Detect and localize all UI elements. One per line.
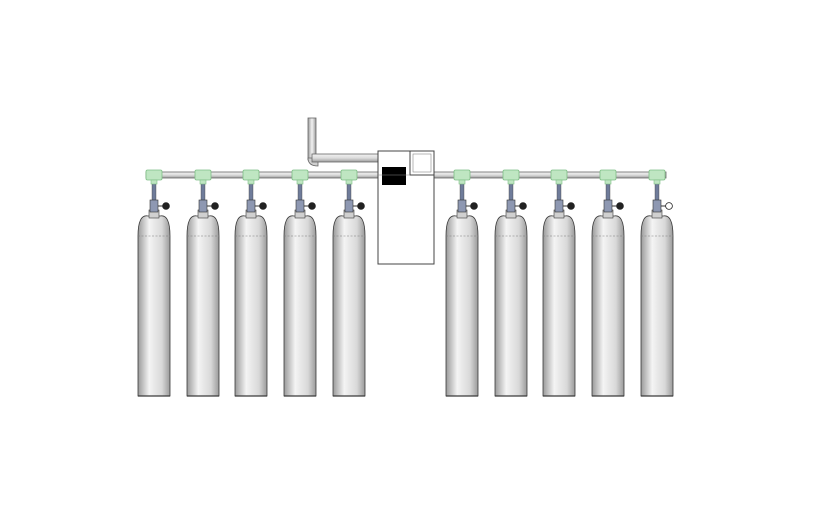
manifold-tee-outlet [296,179,304,185]
manifold-tee-fitting [453,169,471,181]
valve-body [246,199,256,213]
manifold-tee-fitting [291,169,309,181]
manifold-tee-outlet [345,179,353,185]
valve-handle-knob-icon [470,202,478,210]
manifold-tee-outlet [507,179,515,185]
valve-handle-knob-icon [567,202,575,210]
cylinder-body [445,215,479,397]
gas-cylinder [494,169,528,397]
manifold-tee-outlet [458,179,466,185]
manifold-tee-fitting [242,169,260,181]
manifold-tee-fitting [648,169,666,181]
valve-body [652,199,662,213]
valve-handle-knob-icon [357,202,365,210]
valve-body [149,199,159,213]
valve-body [344,199,354,213]
manifold-tee-outlet [604,179,612,185]
valve-body [198,199,208,213]
manifold-tee-outlet [199,179,207,185]
control-panel-indicator [382,167,406,185]
cylinder-body [137,215,171,397]
gas-cylinder [445,169,479,397]
manifold-tee-fitting [550,169,568,181]
manifold-tee-outlet [150,179,158,185]
valve-handle-knob-icon [162,202,170,210]
cylinder-body [640,215,674,397]
gas-cylinder [591,169,625,397]
valve-handle-knob-icon [308,202,316,210]
valve-body [603,199,613,213]
manifold-tee-fitting [599,169,617,181]
control-panel-gauge-inner [412,153,432,173]
gas-cylinder [640,169,674,397]
gas-cylinder [283,169,317,397]
cylinder-body [591,215,625,397]
valve-body [554,199,564,213]
cylinder-bank [137,169,674,397]
manifold-tee-fitting [145,169,163,181]
gas-cylinder [186,169,220,397]
manifold-tee-fitting [340,169,358,181]
valve-body [457,199,467,213]
valve-handle-knob-icon [211,202,219,210]
valve-handle-knob-icon [665,202,673,210]
cylinder-body [332,215,366,397]
manifold-tee-outlet [653,179,661,185]
manifold-tee-fitting [502,169,520,181]
valve-handle-knob-icon [616,202,624,210]
valve-body [506,199,516,213]
cylinder-body [494,215,528,397]
valve-body [295,199,305,213]
cylinder-body [283,215,317,397]
valve-handle-knob-icon [259,202,267,210]
gas-cylinder [137,169,171,397]
manifold-tee-outlet [555,179,563,185]
manifold-tee-outlet [247,179,255,185]
gas-cylinder [234,169,268,397]
vent-pipe-horizontal [311,153,381,163]
vent-pipe [307,117,381,167]
gas-cylinder [332,169,366,397]
cylinder-body [542,215,576,397]
cylinder-body [234,215,268,397]
manifold-tee-fitting [194,169,212,181]
gas-cylinder [542,169,576,397]
cylinder-body [186,215,220,397]
valve-handle-knob-icon [519,202,527,210]
control-panel [377,150,435,265]
